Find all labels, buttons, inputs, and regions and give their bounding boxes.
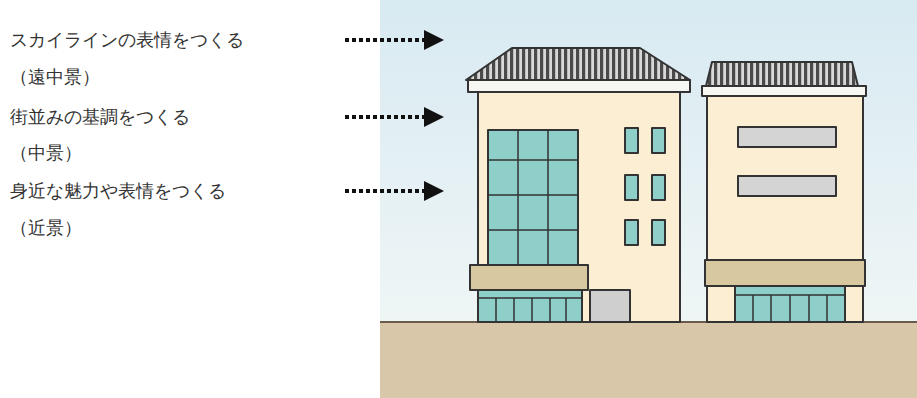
leader-arrows — [345, 40, 440, 191]
distance-label: （中景） — [10, 141, 82, 165]
building-left — [466, 48, 690, 322]
sky — [380, 0, 917, 398]
leader-arrow — [345, 115, 440, 119]
role-label: 身近な魅力や表情をつくる — [10, 179, 226, 203]
role-label: 街並みの基調をつくる — [10, 105, 190, 129]
distance-label: （近景） — [10, 216, 82, 240]
building-right — [702, 62, 866, 322]
role-label: スカイラインの表情をつくる — [10, 28, 244, 52]
leader-arrow — [345, 189, 440, 193]
distance-label: （遠中景） — [10, 65, 100, 89]
leader-arrow — [345, 38, 440, 42]
ground — [380, 322, 917, 398]
